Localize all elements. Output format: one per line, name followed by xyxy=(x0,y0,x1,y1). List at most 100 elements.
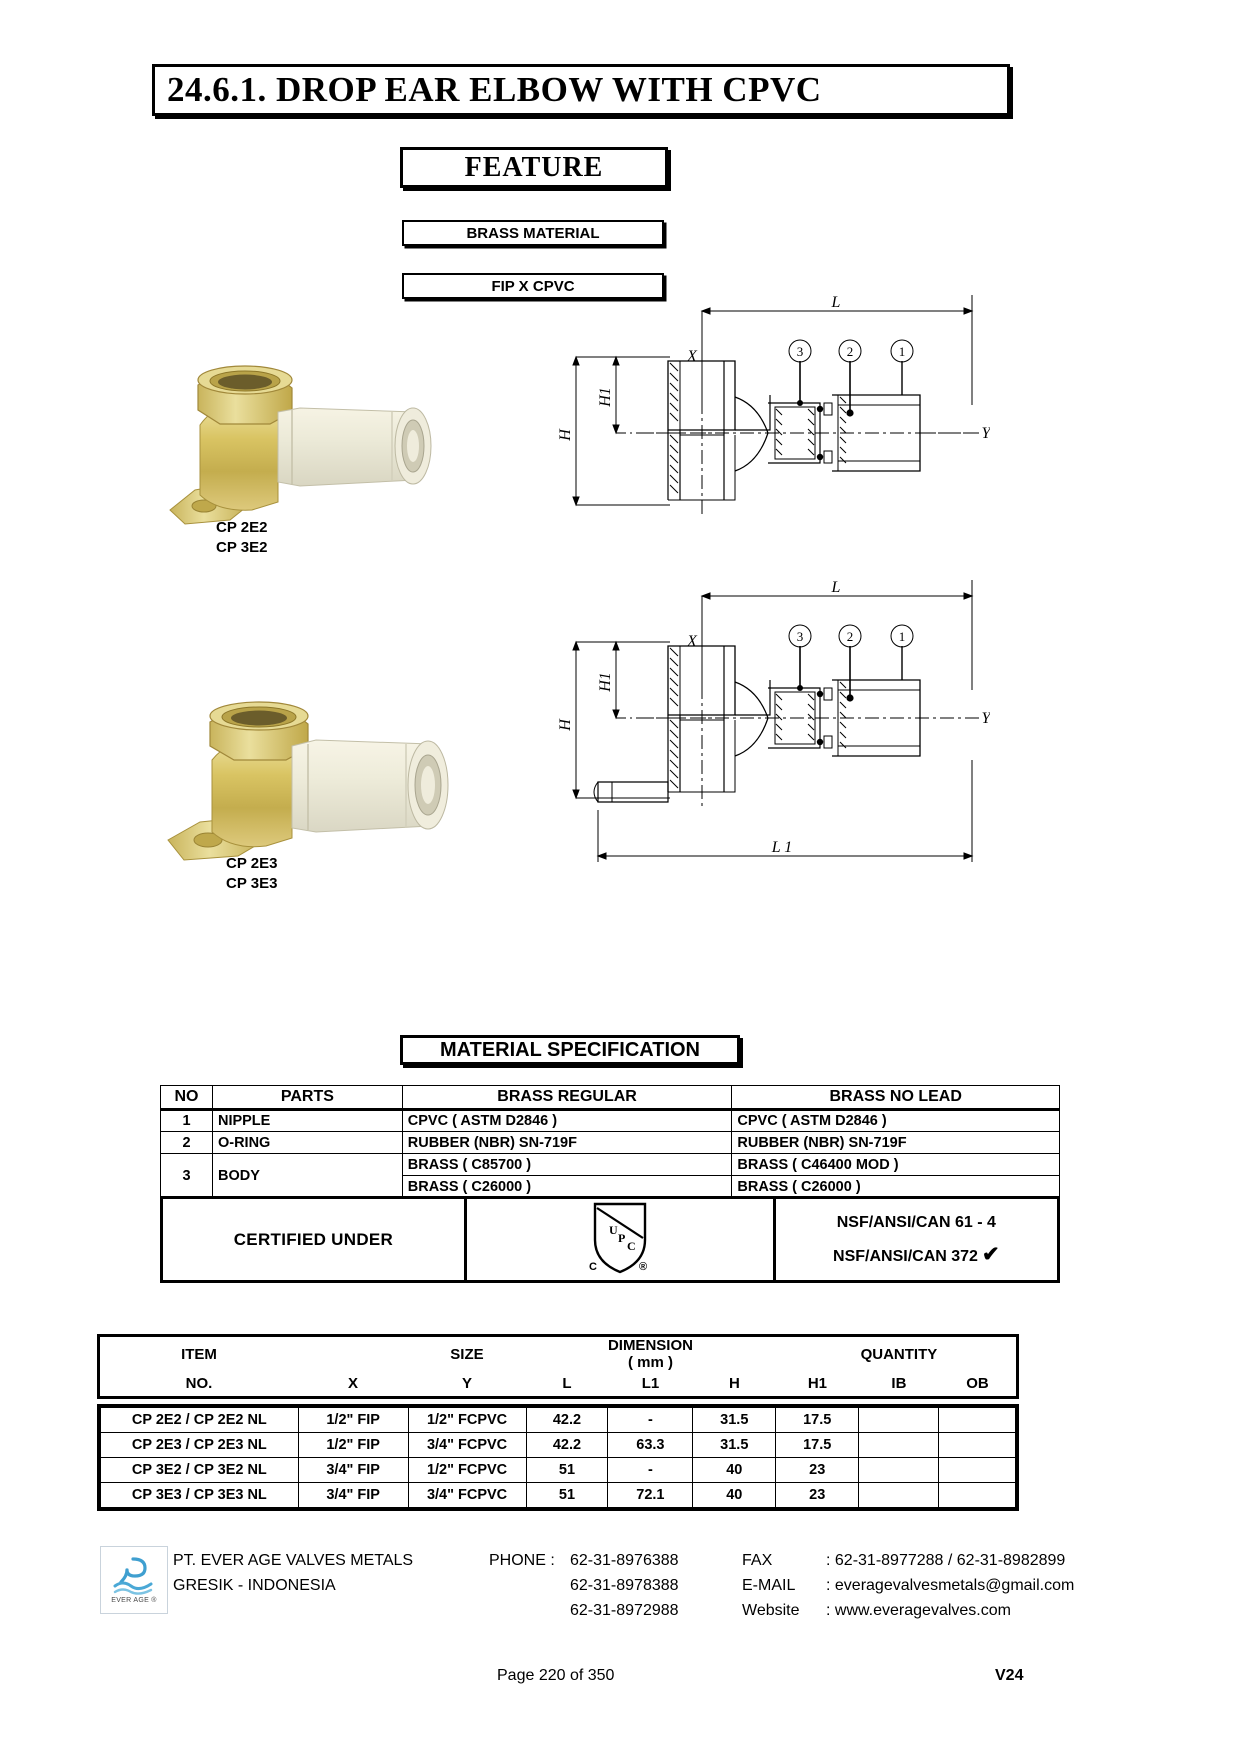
check-mark-icon: ✔ xyxy=(981,1242,1000,1266)
balloon-1-bottom: 1 xyxy=(899,629,906,644)
balloon-2-top: 2 xyxy=(847,344,854,359)
footer-phone-label: PHONE : xyxy=(489,1552,555,1569)
cell-regular: BRASS ( C85700 ) xyxy=(401,1153,733,1176)
table-row: CP 2E2 / CP 2E2 NL 1/2" FIP 1/2" FCPVC 4… xyxy=(100,1407,1016,1433)
page-title-box: 24.6.1. DROP EAR ELBOW WITH CPVC xyxy=(152,64,1010,116)
table-row: 1 NIPPLE CPVC ( ASTM D2846 ) CPVC ( ASTM… xyxy=(160,1109,1060,1132)
cell-ib xyxy=(858,1432,940,1458)
footer-email-row: E-MAIL : everagevalvesmetals@gmail.com xyxy=(742,1573,1074,1598)
sub-header-y: Y xyxy=(461,1375,472,1392)
footer-phone-3: 62-31-8972988 xyxy=(570,1602,679,1619)
standard-nsf-61: NSF/ANSI/CAN 61 - 4 xyxy=(836,1213,996,1231)
product-label-cp2e2: CP 2E2 xyxy=(216,519,268,536)
upc-shield-icon: U P C C ® xyxy=(589,1202,647,1274)
cell-h: 40 xyxy=(692,1457,777,1483)
cell-y: 1/2" FCPVC xyxy=(407,1407,527,1433)
cell-ib xyxy=(858,1457,940,1483)
table-row: BRASS ( C26000 ) BRASS ( C26000 ) xyxy=(161,1175,1060,1198)
dimension-table-header: ITEM SIZE DIMENSION ( mm ) QUANTITY NO. … xyxy=(97,1334,1019,1399)
cell-x: 1/2" FIP xyxy=(297,1432,409,1458)
cell-ob xyxy=(938,1482,1016,1508)
upc-logo-cell: U P C C ® xyxy=(463,1196,776,1283)
product-photo-cp2e3 xyxy=(160,690,480,870)
footer-company-block: PT. EVER AGE VALVES METALS GRESIK - INDO… xyxy=(173,1548,413,1598)
dim-label-Y-bottom: Y xyxy=(982,710,990,727)
product-label-group-2: CP 2E3 CP 3E3 xyxy=(226,854,277,894)
col-header-no: NO xyxy=(160,1085,213,1111)
certified-under-label: CERTIFIED UNDER xyxy=(160,1196,467,1283)
balloon-2-bottom: 2 xyxy=(847,629,854,644)
cell-item: CP 3E3 / CP 3E3 NL xyxy=(100,1482,299,1508)
cell-l: 51 xyxy=(525,1482,609,1508)
cell-nolead: BRASS ( C26000 ) xyxy=(731,1175,1060,1198)
col-header-brass-no-lead: BRASS NO LEAD xyxy=(731,1085,1060,1111)
cell-regular: CPVC ( ASTM D2846 ) xyxy=(401,1109,733,1132)
cell-ib xyxy=(858,1482,940,1508)
dim-label-L-bottom: L xyxy=(831,579,841,596)
svg-text:C: C xyxy=(627,1239,636,1253)
dimension-group-header-row: ITEM SIZE DIMENSION ( mm ) QUANTITY xyxy=(100,1337,1016,1371)
cell-part: NIPPLE xyxy=(211,1109,403,1132)
footer-company-name: PT. EVER AGE VALVES METALS xyxy=(173,1552,414,1569)
sub-header-no: NO. xyxy=(185,1375,213,1392)
group-header-dimension: DIMENSION ( mm ) xyxy=(607,1337,693,1371)
dimension-sub-header-row: NO. X Y L L1 H H1 IB OB xyxy=(100,1371,1016,1396)
ever-age-logo-icon xyxy=(113,1557,153,1595)
table-row: CP 3E2 / CP 3E2 NL 3/4" FIP 1/2" FCPVC 5… xyxy=(100,1457,1016,1483)
footer-website-row: Website : www.everagevalves.com xyxy=(742,1598,1074,1623)
standard-nsf-372-row: NSF/ANSI/CAN 372✔ xyxy=(777,1239,1056,1273)
footer-phone-1: 62-31-8976388 xyxy=(570,1552,679,1569)
feature-heading: FEATURE xyxy=(464,151,604,183)
cell-ob xyxy=(938,1407,1016,1433)
dim-label-H1-bottom: H1 xyxy=(597,672,614,693)
cell-nolead: BRASS ( C46400 MOD ) xyxy=(731,1153,1060,1176)
cell-l1: - xyxy=(607,1457,694,1483)
cell-no: 1 xyxy=(160,1109,213,1132)
cell-l1: - xyxy=(607,1407,694,1433)
footer-website-label: Website xyxy=(742,1602,800,1619)
footer-email-label: E-MAIL xyxy=(742,1577,796,1594)
cell-l: 51 xyxy=(525,1457,609,1483)
footer-contact-block: FAX : 62-31-8977288 / 62-31-8982899 E-MA… xyxy=(742,1548,1074,1623)
cell-y: 1/2" FCPVC xyxy=(407,1457,527,1483)
cell-no: 2 xyxy=(160,1131,213,1154)
svg-text:C: C xyxy=(589,1261,597,1273)
group-header-item: ITEM xyxy=(181,1345,217,1363)
cell-no: 3 xyxy=(160,1153,213,1198)
cell-h1: 23 xyxy=(775,1482,860,1508)
dim-label-L-top: L xyxy=(831,294,841,311)
sub-header-ib: IB xyxy=(891,1375,907,1392)
cell-l: 42.2 xyxy=(525,1407,609,1433)
cell-regular: BRASS ( C26000 ) xyxy=(401,1175,733,1198)
cell-h1: 23 xyxy=(775,1457,860,1483)
table-row: 3 BODY BRASS ( C85700 ) BRASS ( C46400 M… xyxy=(160,1153,1060,1198)
cell-item: CP 3E2 / CP 3E2 NL xyxy=(100,1457,299,1483)
balloon-3-top: 3 xyxy=(797,344,804,359)
sub-header-h1: H1 xyxy=(807,1375,828,1392)
dim-label-X-top: X xyxy=(686,348,698,365)
footer-phone-2: 62-31-8978388 xyxy=(570,1577,679,1594)
cell-x: 1/2" FIP xyxy=(297,1407,409,1433)
company-logo: EVER AGE ® xyxy=(100,1546,168,1614)
brass-material-badge: BRASS MATERIAL xyxy=(402,220,664,246)
brass-material-label: BRASS MATERIAL xyxy=(466,224,600,242)
balloon-1-top: 1 xyxy=(899,344,906,359)
dim-label-X-bottom: X xyxy=(686,633,698,650)
fip-cpvc-label: FIP X CPVC xyxy=(491,277,575,295)
group-header-quantity: QUANTITY xyxy=(860,1345,938,1363)
cell-ob xyxy=(938,1432,1016,1458)
certification-standards-cell: NSF/ANSI/CAN 61 - 4 NSF/ANSI/CAN 372✔ xyxy=(772,1196,1061,1283)
cell-x: 3/4" FIP xyxy=(297,1457,409,1483)
footer-phone-numbers: 62-31-8976388 62-31-8978388 62-31-897298… xyxy=(570,1548,679,1623)
sub-header-l1: L1 xyxy=(641,1375,660,1392)
cell-h: 31.5 xyxy=(692,1407,777,1433)
technical-drawing-bottom: 3 2 1 L X H H1 Y L 1 xyxy=(520,570,990,890)
svg-text:P: P xyxy=(618,1231,625,1245)
page-title: 24.6.1. DROP EAR ELBOW WITH CPVC xyxy=(167,70,822,109)
cell-part: BODY xyxy=(211,1153,403,1198)
sub-header-ob: OB xyxy=(966,1375,989,1392)
dim-label-Y-top: Y xyxy=(982,425,990,442)
standard-nsf-372: NSF/ANSI/CAN 372 xyxy=(833,1247,978,1265)
certification-row: CERTIFIED UNDER U P C C ® NSF/ANSI/CAN 6… xyxy=(160,1196,1061,1283)
feature-heading-box: FEATURE xyxy=(400,147,668,188)
